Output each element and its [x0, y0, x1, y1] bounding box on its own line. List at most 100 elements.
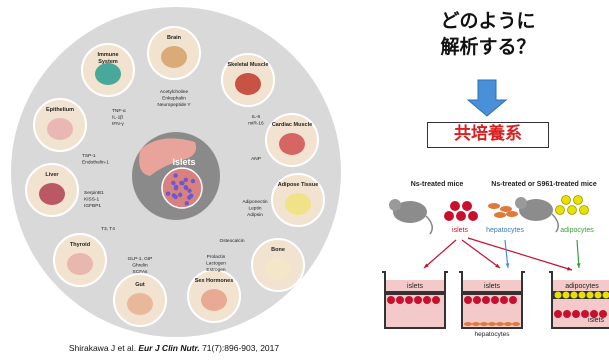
organ-molecule: IFN-γ	[112, 121, 124, 127]
organ-name: System	[98, 59, 118, 65]
insert-bar	[463, 291, 521, 295]
islet-dot	[450, 201, 460, 211]
well-medium	[462, 280, 522, 328]
organ-6	[113, 273, 167, 327]
organ-molecule: TSP-1	[82, 153, 96, 159]
islet-cell	[599, 310, 607, 318]
islet-cell	[173, 186, 179, 191]
organ-name: Immune	[97, 52, 118, 58]
well-wall	[382, 271, 448, 329]
organ-molecule: miR-16	[248, 121, 264, 127]
ns-s961-mice-label: Ns-treated or S961-treated mice	[491, 181, 597, 188]
organ-molecule: Lactogen	[206, 261, 226, 267]
well-3	[549, 271, 609, 329]
islet-cell	[187, 188, 192, 193]
hepatocytes-label: hepatocytes	[486, 227, 524, 234]
organ-illustration	[95, 63, 121, 85]
islet-cell	[396, 296, 404, 304]
arrow-islets-well3	[467, 237, 573, 271]
islet-cell	[183, 177, 189, 183]
hepatocyte-cell	[464, 322, 472, 326]
adipocyte-dot	[567, 205, 577, 215]
organ-molecule: IL-1β	[112, 115, 123, 121]
organ-molecule: GLP-1, GIP	[128, 256, 153, 262]
arrow-islets-well1	[423, 239, 457, 269]
adipocyte-cell	[570, 291, 578, 299]
organ-illustration	[279, 133, 305, 155]
well-top-label: adipocytes	[565, 283, 599, 290]
organ-molecule: IGFBP1	[84, 203, 101, 209]
islet-cell	[482, 296, 490, 304]
organ-molecule: Ghrelin	[132, 263, 148, 269]
arrow-adipocytes-well3	[576, 239, 580, 269]
organ-illustration	[285, 193, 311, 215]
well-1	[382, 271, 448, 329]
islet-cell	[188, 193, 194, 198]
organ-illustration	[201, 289, 227, 311]
citation-suffix: 71(7):896-903, 2017	[199, 343, 280, 353]
adipocyte-cell	[562, 291, 570, 299]
organ-7	[53, 233, 107, 287]
islet-cell	[590, 310, 598, 318]
islet-cell	[173, 194, 178, 200]
organ-molecule: Endothelin-1	[82, 160, 109, 166]
hepatocyte-cell	[472, 322, 480, 326]
islet-dot	[462, 201, 472, 211]
organ-name: Bone	[271, 247, 285, 253]
adipocyte-cell	[554, 291, 562, 299]
well-wall	[459, 271, 525, 329]
citation-prefix: Shirakawa J et al.	[68, 343, 139, 353]
organ-name: Adipose Tissue	[278, 182, 319, 188]
arrow-hepatocytes-well2	[504, 239, 509, 269]
well-medium	[385, 280, 445, 328]
organ-9	[33, 98, 87, 152]
well-top-label: islets	[484, 283, 500, 290]
organ-8	[25, 163, 79, 217]
islet-cell	[423, 296, 431, 304]
arrow-adipocytes-well3-head	[576, 263, 581, 268]
hepatocyte-cell	[496, 322, 504, 326]
arrow-islets-well1-head	[424, 263, 429, 268]
organ-molecule: Leptin	[248, 206, 261, 212]
organ-molecule: Enkephalin	[162, 96, 186, 102]
islet-cell	[581, 310, 589, 318]
center-label: Islets	[172, 157, 195, 167]
question-line-1: どのように	[440, 10, 536, 32]
adipocyte-dot	[579, 205, 589, 215]
organ-illustration	[127, 293, 153, 315]
islet-cell	[491, 296, 499, 304]
islet-cell	[554, 310, 562, 318]
islet-cell	[177, 192, 183, 197]
organ-name: Skeletal Muscle	[228, 62, 269, 68]
organ-illustration	[265, 258, 291, 280]
mouse-ear	[515, 197, 527, 209]
islet-cell	[171, 180, 176, 186]
organ-illustration	[67, 253, 93, 275]
hepatocyte-cell	[504, 322, 512, 326]
hepatocyte-cell	[480, 322, 488, 326]
well-bottom-label: islets	[588, 317, 604, 324]
islet-cell	[179, 180, 184, 186]
islet-cell	[183, 184, 189, 190]
organ-name: Brain	[167, 35, 182, 41]
coculture-box: 共培養系	[427, 122, 549, 148]
organ-name: Liver	[45, 172, 59, 178]
arrow-islets-well2	[461, 239, 501, 269]
organ-5	[187, 269, 241, 323]
arrow-hepatocytes-well2-head	[505, 263, 510, 268]
organ-molecule: Osteocalcin	[219, 238, 244, 244]
islet-cell	[405, 296, 413, 304]
citation: Shirakawa J et al. Eur J Clin Nutr. 71(7…	[0, 343, 348, 353]
organ-name: Sex Hormones	[195, 278, 234, 284]
adipocyte-dot	[573, 195, 583, 205]
organ-3	[271, 173, 325, 227]
organ-illustration	[235, 73, 261, 95]
organ-molecule: ANP	[251, 156, 261, 162]
mouse-right	[515, 197, 559, 233]
well-2	[459, 271, 525, 329]
arrow-islets-well2-head	[495, 263, 500, 268]
organ-molecule: Prolactin	[207, 254, 226, 260]
organ-name: Epithelium	[46, 107, 74, 113]
islet-dot	[468, 211, 478, 221]
islet-cell	[509, 296, 517, 304]
